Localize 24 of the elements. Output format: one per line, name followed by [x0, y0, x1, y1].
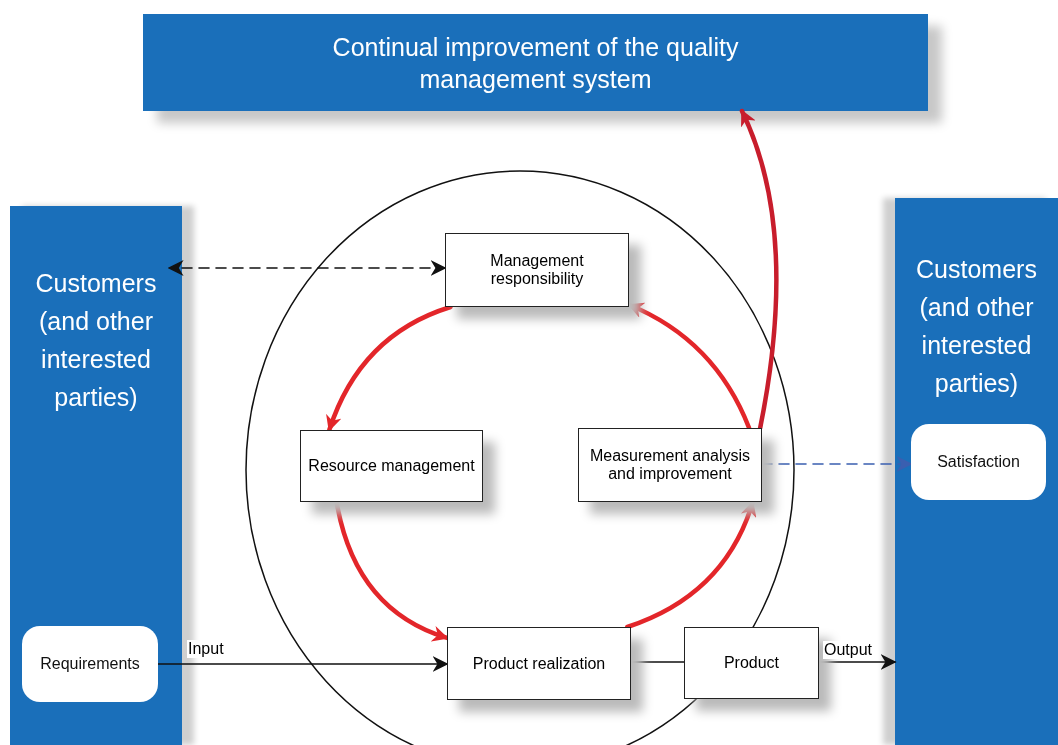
- curved-arrow: [326, 304, 453, 433]
- edge-label: Output: [823, 641, 874, 659]
- curved-arrow: [739, 108, 779, 431]
- curved-arrow: [626, 302, 752, 431]
- arrow: [157, 656, 449, 672]
- process-box: Product realization: [447, 627, 631, 700]
- requirements-box: Requirements: [22, 626, 158, 702]
- connector-line: [630, 661, 685, 663]
- process-box: Measurement analysis and improvement: [578, 428, 762, 502]
- curved-arrow: [334, 499, 450, 641]
- satisfaction-box: Satisfaction: [911, 424, 1046, 500]
- product-box: Product: [684, 627, 819, 699]
- curved-arrow: [625, 499, 756, 630]
- panel-heading: Customers (and other interested parties): [915, 254, 1038, 399]
- edge-label: Input: [187, 640, 225, 658]
- customers-panel: [895, 198, 1058, 745]
- title-banner: [143, 14, 928, 111]
- process-box: Management responsibility: [445, 233, 629, 307]
- process-box: Resource management: [300, 430, 483, 502]
- customers-panel: [10, 206, 182, 745]
- arrow: [818, 654, 897, 670]
- arrow: [167, 260, 447, 276]
- panel-heading: Customers (and other interested parties): [34, 268, 158, 413]
- title-text: Continual improvement of the quality management system: [331, 31, 740, 95]
